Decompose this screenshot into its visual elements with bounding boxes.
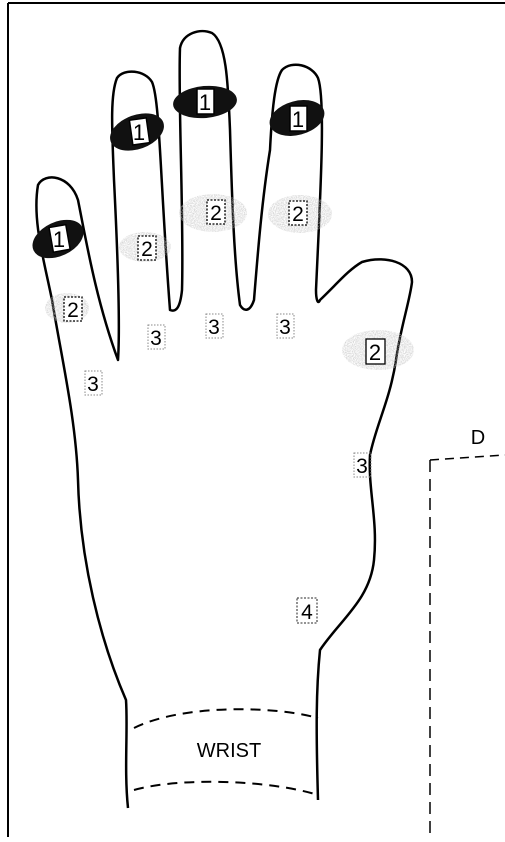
zone-3-label: 3 <box>150 327 162 350</box>
zone-2-label: 2 <box>141 238 153 261</box>
zone-4-label: 4 <box>301 601 313 624</box>
wrist-label: WRIST <box>197 740 261 762</box>
zone-2-label-box: 2 <box>64 297 82 322</box>
zone-1-label: 1 <box>53 227 65 252</box>
zone-2-label-box: 2 <box>366 339 385 365</box>
zone-2-label-box: 2 <box>289 201 307 226</box>
zone-3-label: 3 <box>208 316 220 339</box>
zone-2-label-box: 2 <box>138 236 156 261</box>
zone-1-label-box: 1 <box>49 225 70 253</box>
zone-1-label: 1 <box>292 107 304 132</box>
zone-1-label-box: 1 <box>290 106 307 132</box>
zone-4-marker: 4 <box>297 598 317 624</box>
zone-2-label: 2 <box>369 340 381 365</box>
panel-d-top-dashed-edge <box>430 455 505 460</box>
panel-d-label: D <box>471 427 485 449</box>
zone-2-label: 2 <box>67 299 79 322</box>
zone-3-label: 3 <box>356 455 368 478</box>
zone-2-label: 2 <box>210 202 222 225</box>
zone-2-label-box: 2 <box>207 200 225 225</box>
zone-1-label: 1 <box>199 90 211 115</box>
zone-1-label-box: 1 <box>197 89 214 115</box>
panel-d: D <box>430 427 505 837</box>
zone-3-label: 3 <box>279 316 291 339</box>
zone-1-label-box: 1 <box>129 118 149 145</box>
zone-3-label: 3 <box>87 373 99 396</box>
zone-1-label: 1 <box>133 120 145 145</box>
hand-outline <box>36 31 412 808</box>
zone-2-label: 2 <box>292 203 304 226</box>
